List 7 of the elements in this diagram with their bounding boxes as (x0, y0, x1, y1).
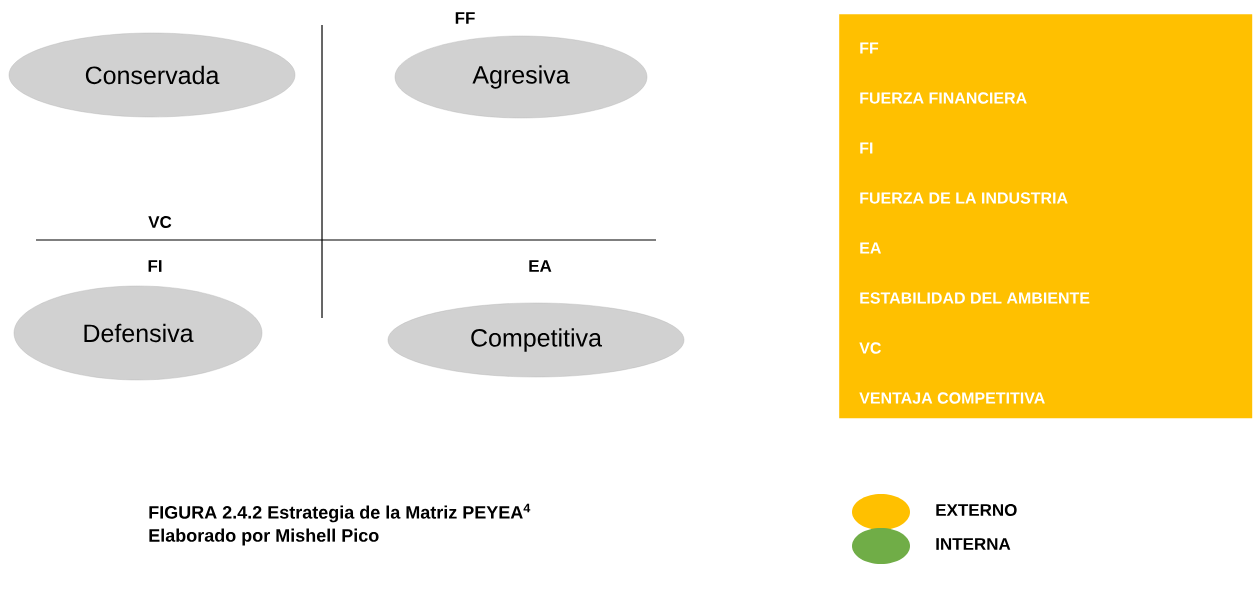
axis-label: EA (529, 260, 552, 272)
credit-text: Elaborado por Mishell Pico (149, 528, 379, 546)
caption: FIGURA 2.4.2 Estrategia de la Matriz PEYEA$^{4}$ (149, 503, 531, 523)
legend-panel: FF FUERZA FINANCIERA FI FUERZA DE LA INDUSTRIA EA ESTABILIDAD DEL AMBIENTE VC VENTAJA COMPETITIVA (839, 14, 1253, 419)
legend-text: EXTERNO (936, 503, 1017, 516)
legend-text: INTERNA (936, 538, 1011, 550)
axis-label: VC (148, 216, 172, 228)
